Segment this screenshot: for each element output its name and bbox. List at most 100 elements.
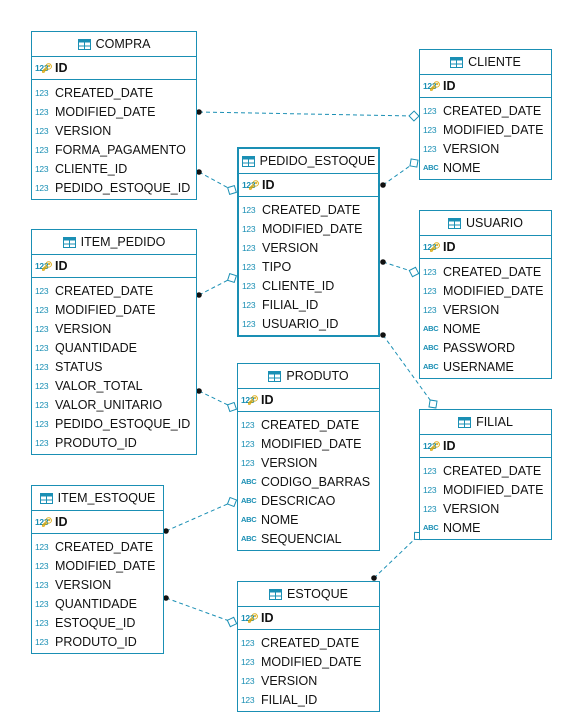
column-name: PEDIDO_ESTOQUE_ID (55, 180, 191, 195)
table-name: USUARIO (466, 216, 523, 230)
primary-key-row[interactable]: 123🔑︎ID (238, 389, 379, 412)
text-type-icon: ABC (241, 534, 257, 543)
relation-line (382, 261, 415, 273)
numeric-type-icon: 123 (35, 541, 49, 552)
table-icon (458, 416, 472, 428)
primary-key-row[interactable]: 123🔑︎ID (32, 511, 163, 534)
column-name: ID (443, 240, 456, 254)
column-name: MODIFIED_DATE (261, 436, 362, 451)
column-name: ID (443, 439, 456, 453)
primary-key-row[interactable]: 123🔑︎ID (420, 435, 551, 458)
numeric-type-icon: 123 (35, 87, 49, 98)
column-name: ID (55, 61, 68, 75)
primary-key-row[interactable]: 123🔑︎ID (32, 255, 196, 278)
table-name: ITEM_ESTOQUE (57, 491, 156, 505)
column-name: NOME (443, 321, 481, 336)
numeric-type-icon: 123 (35, 342, 49, 353)
table-icon (450, 56, 464, 68)
primary-key-row[interactable]: 123🔑︎ID (32, 57, 196, 80)
column-name: MODIFIED_DATE (261, 654, 362, 669)
primary-key-row[interactable]: 123🔑︎ID (420, 75, 551, 98)
numeric-type-icon: 123 (423, 304, 437, 315)
text-type-icon: ABC (423, 343, 439, 352)
primary-key-row[interactable]: 123🔑︎ID (239, 174, 378, 197)
column-name: VERSION (443, 501, 500, 516)
primary-key-row[interactable]: 123🔑︎ID (238, 607, 379, 630)
column-name: VERSION (261, 455, 318, 470)
text-type-icon: ABC (423, 362, 439, 371)
column-row[interactable]: 123 QUANTIDADE (32, 338, 196, 357)
column-name: PEDIDO_ESTOQUE_ID (55, 416, 191, 431)
text-type-icon: ABC (241, 515, 257, 524)
numeric-key-icon: 123🔑︎ (35, 62, 53, 73)
column-name: CREATED_DATE (261, 635, 360, 650)
primary-key-row[interactable]: 123🔑︎ID (420, 236, 551, 259)
column-name: QUANTIDADE (55, 340, 137, 355)
table-header: USUARIO (420, 211, 551, 236)
column-name: MODIFIED_DATE (443, 482, 544, 497)
column-name: TIPO (262, 259, 292, 274)
